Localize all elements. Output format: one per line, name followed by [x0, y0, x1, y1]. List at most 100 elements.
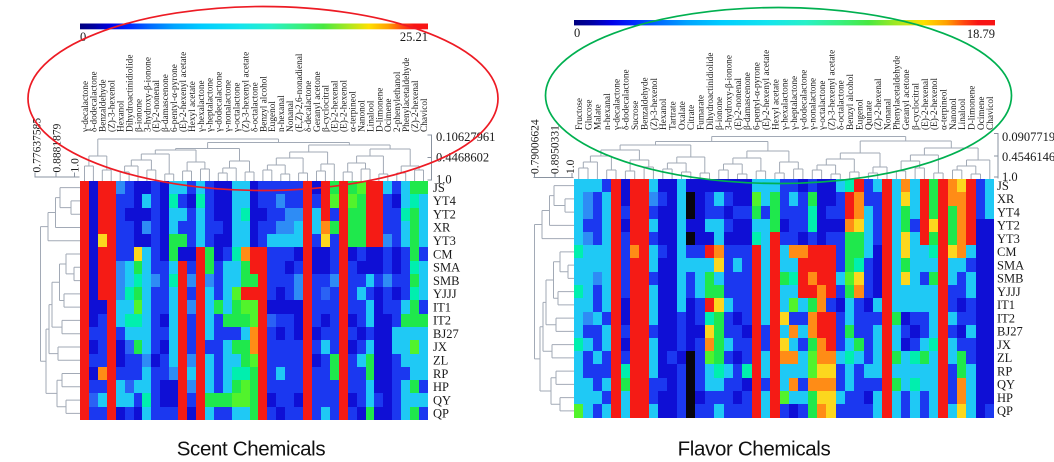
svg-text:1.0: 1.0	[1002, 170, 1018, 184]
svg-text:(E,Z)-2,6-nonadienal: (E,Z)-2,6-nonadienal	[294, 53, 305, 132]
svg-text:SMB: SMB	[997, 272, 1023, 286]
svg-text:γ-octalactone: γ-octalactone	[818, 80, 828, 131]
svg-text:CM: CM	[997, 245, 1016, 259]
svg-text:SMA: SMA	[433, 261, 460, 275]
svg-text:(Z)-3-hexenol: (Z)-3-hexenol	[649, 77, 660, 130]
svg-text:0.77637585: 0.77637585	[32, 118, 44, 173]
svg-text:(E)-2-hexenyl acetate: (E)-2-hexenyl acetate	[761, 50, 772, 130]
svg-text:Glucose: Glucose	[584, 100, 594, 130]
svg-text:(Z)-3-hexenyl acetate: (Z)-3-hexenyl acetate	[826, 50, 837, 130]
svg-text:Quinate: Quinate	[865, 101, 875, 130]
svg-text:(Z)-2-hexenal: (Z)-2-hexenal	[410, 80, 421, 132]
svg-text:D-limonene: D-limonene	[375, 88, 385, 132]
svg-text:Hexanol: Hexanol	[117, 100, 127, 132]
svg-text:Eugenol: Eugenol	[268, 101, 278, 132]
svg-text:Geranyl acetone: Geranyl acetone	[313, 71, 323, 132]
svg-text:β-damascenone: β-damascenone	[743, 72, 753, 130]
svg-text:0: 0	[80, 30, 86, 44]
svg-text:XR: XR	[433, 221, 451, 235]
svg-text:3-hydroxy-β-ionone: 3-hydroxy-β-ionone	[725, 55, 735, 130]
svg-text:YT2: YT2	[433, 207, 456, 221]
svg-text:Nonanal: Nonanal	[286, 100, 296, 132]
svg-text:γ-heptalactone: γ-heptalactone	[206, 78, 216, 133]
svg-text:δ-decalactone: δ-decalactone	[304, 81, 314, 132]
svg-text:RP: RP	[433, 367, 448, 381]
svg-text:β-cyclocitral: β-cyclocitral	[322, 85, 332, 132]
svg-text:Fructose: Fructose	[575, 98, 585, 130]
svg-text:QY: QY	[433, 393, 451, 407]
svg-text:0: 0	[574, 26, 580, 40]
svg-text:JX: JX	[997, 338, 1011, 352]
svg-text:(E)-2-hexenyl acetate: (E)-2-hexenyl acetate	[178, 52, 189, 132]
svg-text:Linalool: Linalool	[366, 100, 376, 132]
svg-text:1.0: 1.0	[436, 173, 452, 187]
svg-text:Chavicol: Chavicol	[420, 98, 430, 132]
svg-text:YT4: YT4	[433, 194, 457, 208]
svg-text:Nanonol: Nanonol	[949, 98, 959, 130]
svg-text:Ocimene: Ocimene	[977, 96, 987, 130]
svg-text:γ-nonalactone: γ-nonalactone	[224, 80, 234, 133]
svg-text:QY: QY	[997, 378, 1015, 392]
svg-text:0.45461462: 0.45461462	[1002, 150, 1054, 164]
svg-text:Phenylacetaldehyde: Phenylacetaldehyde	[402, 58, 412, 132]
svg-text:(Z)-3-hexenol: (Z)-3-hexenol	[107, 79, 118, 132]
svg-text:RP: RP	[997, 364, 1012, 378]
svg-text:JS: JS	[997, 179, 1009, 193]
svg-text:β-ionone: β-ionone	[715, 97, 725, 130]
svg-text:0.8950331: 0.8950331	[550, 125, 562, 174]
svg-text:β-cyclocitral: β-cyclocitral	[911, 83, 921, 130]
svg-text:BJ27: BJ27	[433, 327, 459, 341]
svg-text:XR: XR	[997, 192, 1015, 206]
svg-text:(E)-2-hexenol: (E)-2-hexenol	[339, 79, 350, 132]
svg-text:β-ionone: β-ionone	[134, 99, 144, 132]
svg-text:2-phenylethanol: 2-phenylethanol	[393, 71, 403, 132]
svg-text:(E)-2-hexenol: (E)-2-hexenol	[929, 77, 940, 130]
svg-text:JX: JX	[433, 340, 447, 354]
svg-text:(E)-2-nonenal: (E)-2-nonenal	[151, 79, 162, 132]
svg-text:Phenylacetaldehyde: Phenylacetaldehyde	[893, 56, 903, 130]
svg-text:Flavor Chemicals: Flavor Chemicals	[678, 438, 831, 461]
svg-text:YT3: YT3	[433, 234, 456, 248]
svg-text:1.0: 1.0	[70, 158, 82, 173]
svg-text:JS: JS	[433, 181, 445, 195]
svg-text:0.79006624: 0.79006624	[530, 119, 542, 174]
svg-text:Malate: Malate	[594, 104, 604, 130]
svg-text:Fumarate: Fumarate	[697, 95, 707, 130]
svg-text:(Z)-2-hexenal: (Z)-2-hexenal	[873, 78, 884, 130]
svg-text:YT4: YT4	[997, 205, 1021, 219]
svg-text:Tartrate: Tartrate	[669, 101, 679, 130]
svg-text:D-limonene: D-limonene	[968, 86, 978, 130]
svg-text:Hexanol: Hexanol	[659, 98, 669, 130]
svg-text:YJJJ: YJJJ	[997, 285, 1021, 299]
svg-text:CM: CM	[433, 247, 452, 261]
svg-text:γ-heptalactone: γ-heptalactone	[790, 76, 800, 131]
svg-text:IT2: IT2	[997, 311, 1015, 325]
svg-text:ZL: ZL	[997, 351, 1012, 365]
svg-text:γ-dodecalactone: γ-dodecalactone	[799, 70, 809, 131]
svg-text:δ-octalactone: δ-octalactone	[837, 80, 847, 130]
svg-text:Hexyl acetate: Hexyl acetate	[188, 81, 198, 132]
svg-text:α-terpineol: α-terpineol	[940, 89, 950, 130]
svg-text:Chavicol: Chavicol	[986, 96, 996, 130]
svg-text:IT2: IT2	[433, 314, 451, 328]
svg-text:Dihydroactinidiolide: Dihydroactinidiolide	[706, 53, 716, 130]
svg-text:γ-octalactone: γ-octalactone	[233, 82, 243, 133]
svg-text:25.21: 25.21	[400, 30, 428, 44]
svg-text:Geranyl acetone: Geranyl acetone	[902, 69, 912, 130]
svg-text:n-hexanal: n-hexanal	[603, 93, 613, 130]
svg-text:ZL: ZL	[433, 354, 448, 368]
svg-text:IT1: IT1	[433, 300, 451, 314]
svg-text:γ-dodecalactone: γ-dodecalactone	[215, 72, 225, 133]
svg-text:YT2: YT2	[997, 219, 1020, 233]
svg-text:Citrate: Citrate	[687, 105, 697, 130]
svg-text:HP: HP	[433, 380, 449, 394]
svg-text:1.0: 1.0	[565, 159, 577, 174]
svg-text:BJ27: BJ27	[997, 325, 1023, 339]
svg-text:(E)-2-nonenal: (E)-2-nonenal	[733, 77, 744, 130]
svg-text:YT3: YT3	[997, 232, 1020, 246]
svg-text:(E)-2-hexenal: (E)-2-hexenal	[920, 78, 931, 130]
svg-text:(E)-2-hexenal: (E)-2-hexenal	[330, 80, 341, 132]
svg-text:Benzyl alcohol: Benzyl alcohol	[846, 74, 856, 130]
svg-text:Oxalate: Oxalate	[678, 101, 688, 130]
